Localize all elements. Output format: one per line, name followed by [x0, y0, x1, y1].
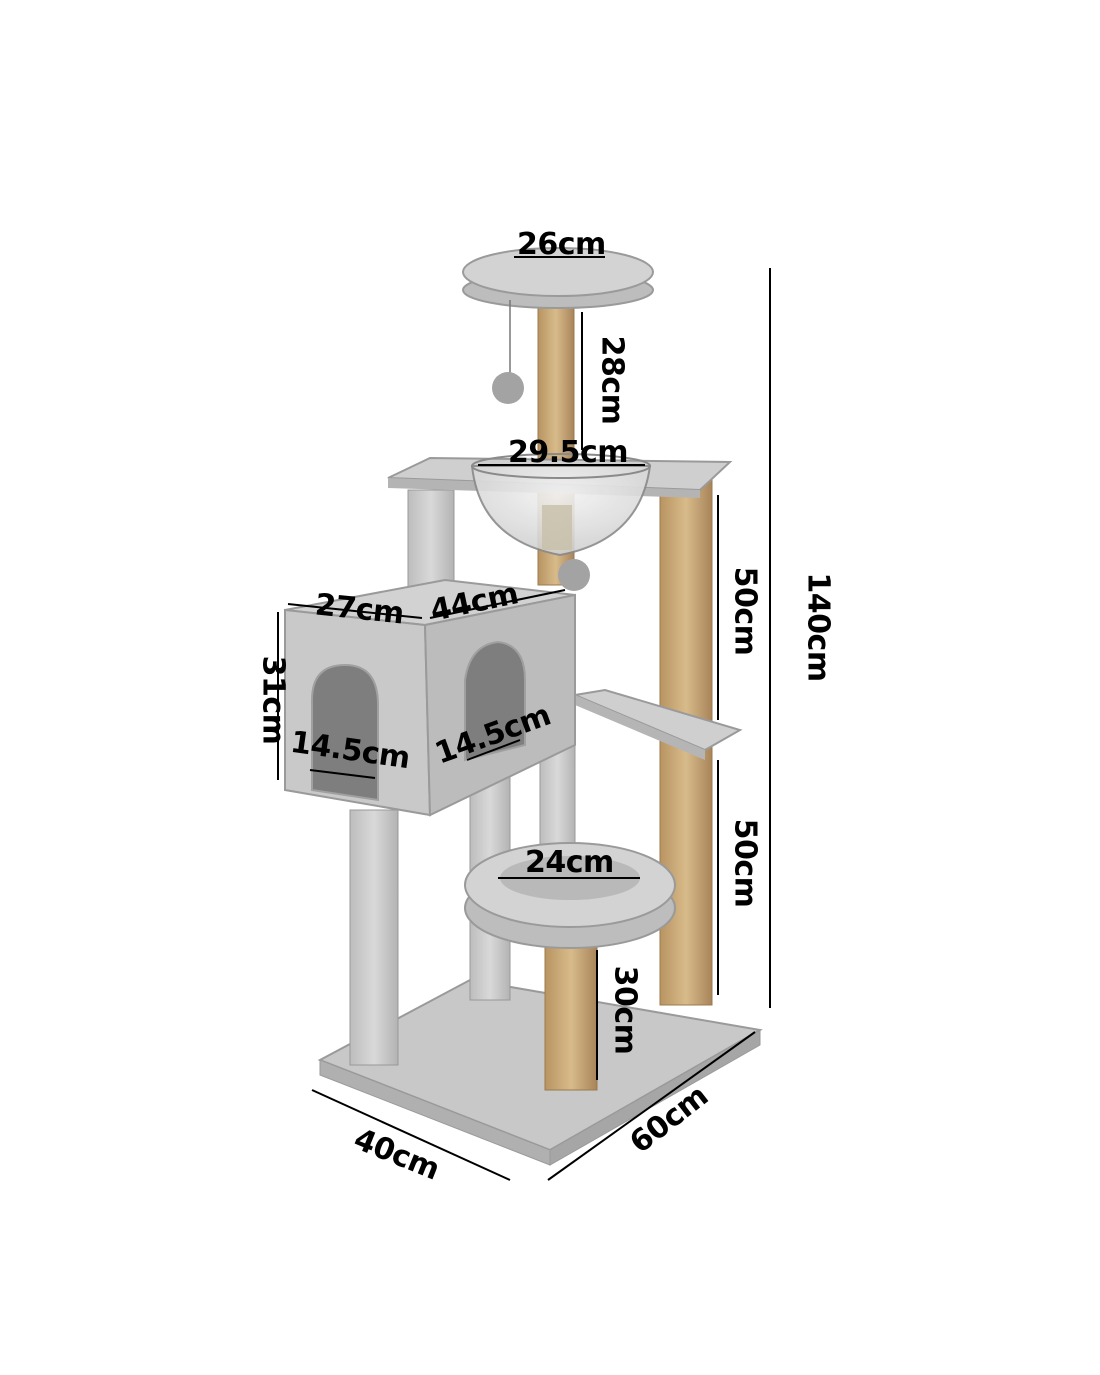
space-bowl — [470, 453, 652, 557]
base-board — [317, 978, 763, 1166]
hanging-pompom-lower — [558, 559, 590, 591]
dimension-lines — [277, 256, 771, 1181]
label-bowl-diameter: 29.5cm — [508, 435, 629, 470]
lower-sisal-post — [544, 924, 598, 1091]
label-top-post-height: 28cm — [594, 335, 630, 425]
label-top-perch-diameter: 26cm — [517, 227, 606, 262]
label-condo-depth: 27cm — [313, 587, 406, 632]
side-door — [464, 640, 526, 762]
label-total-height: 140cm — [800, 572, 836, 682]
front-door — [311, 663, 379, 802]
label-upper-section-height: 50cm — [727, 566, 763, 656]
top-perch — [462, 247, 654, 309]
side-platform — [571, 688, 743, 760]
label-lower-section-height: 50cm — [727, 818, 763, 908]
condo-box — [284, 578, 576, 817]
label-lower-bed-diameter: 24cm — [525, 845, 614, 880]
label-lower-post-height: 30cm — [607, 965, 643, 1055]
label-condo-height: 31cm — [255, 655, 291, 745]
hanging-pompom-top — [492, 300, 524, 404]
